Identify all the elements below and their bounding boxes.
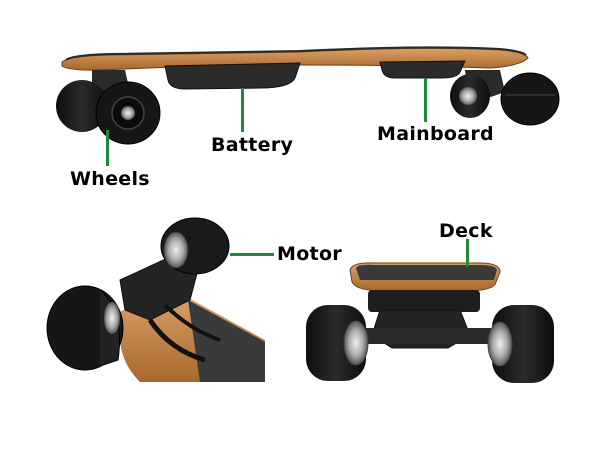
motor-label: Motor: [277, 243, 342, 265]
deck-label: Deck: [439, 220, 493, 242]
wheels-pointer: [106, 130, 109, 166]
motor-closeup: [46, 217, 265, 382]
mainboard-label: Mainboard: [377, 123, 494, 145]
battery-pointer: [241, 88, 244, 132]
side-wheel-right: [500, 72, 560, 126]
wheels-label: Wheels: [70, 168, 150, 190]
deck-pointer: [466, 239, 469, 267]
side-battery-box: [164, 62, 301, 90]
battery-label: Battery: [211, 134, 294, 156]
side-view-skateboard: [56, 46, 560, 145]
front-wheel-right: [492, 305, 554, 383]
motor-pointer: [230, 253, 274, 256]
mainboard-pointer: [424, 78, 427, 122]
side-mainboard-box: [379, 60, 466, 79]
front-view-skateboard: [306, 262, 554, 383]
